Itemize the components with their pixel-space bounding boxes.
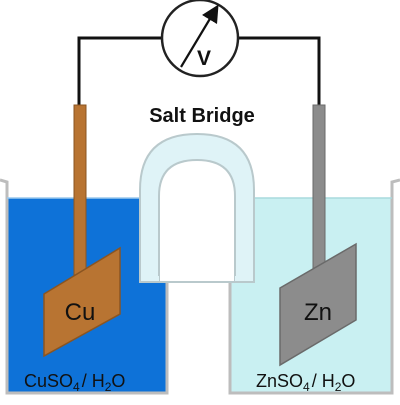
left-solution-label: CuSO4/ H2O	[24, 371, 125, 394]
right-solution-label: ZnSO4/ H2O	[256, 371, 355, 394]
voltmeter-dial	[160, 0, 240, 78]
salt-bridge	[139, 132, 255, 283]
zinc-rod	[312, 104, 326, 276]
voltmeter-needle-arrow	[180, 4, 219, 68]
zinc-plate	[279, 242, 357, 367]
copper-electrode	[43, 104, 121, 358]
zinc-electrode-label: Zn	[304, 299, 332, 326]
voltmeter: V	[160, 0, 240, 78]
copper-electrode-label: Cu	[65, 299, 96, 326]
copper-plate	[43, 246, 121, 358]
copper-rod	[73, 104, 87, 276]
external-wire	[77, 36, 321, 107]
zinc-electrode	[279, 104, 357, 367]
voltmeter-symbol: V	[197, 47, 211, 70]
salt-bridge-label: Salt Bridge	[149, 105, 255, 127]
